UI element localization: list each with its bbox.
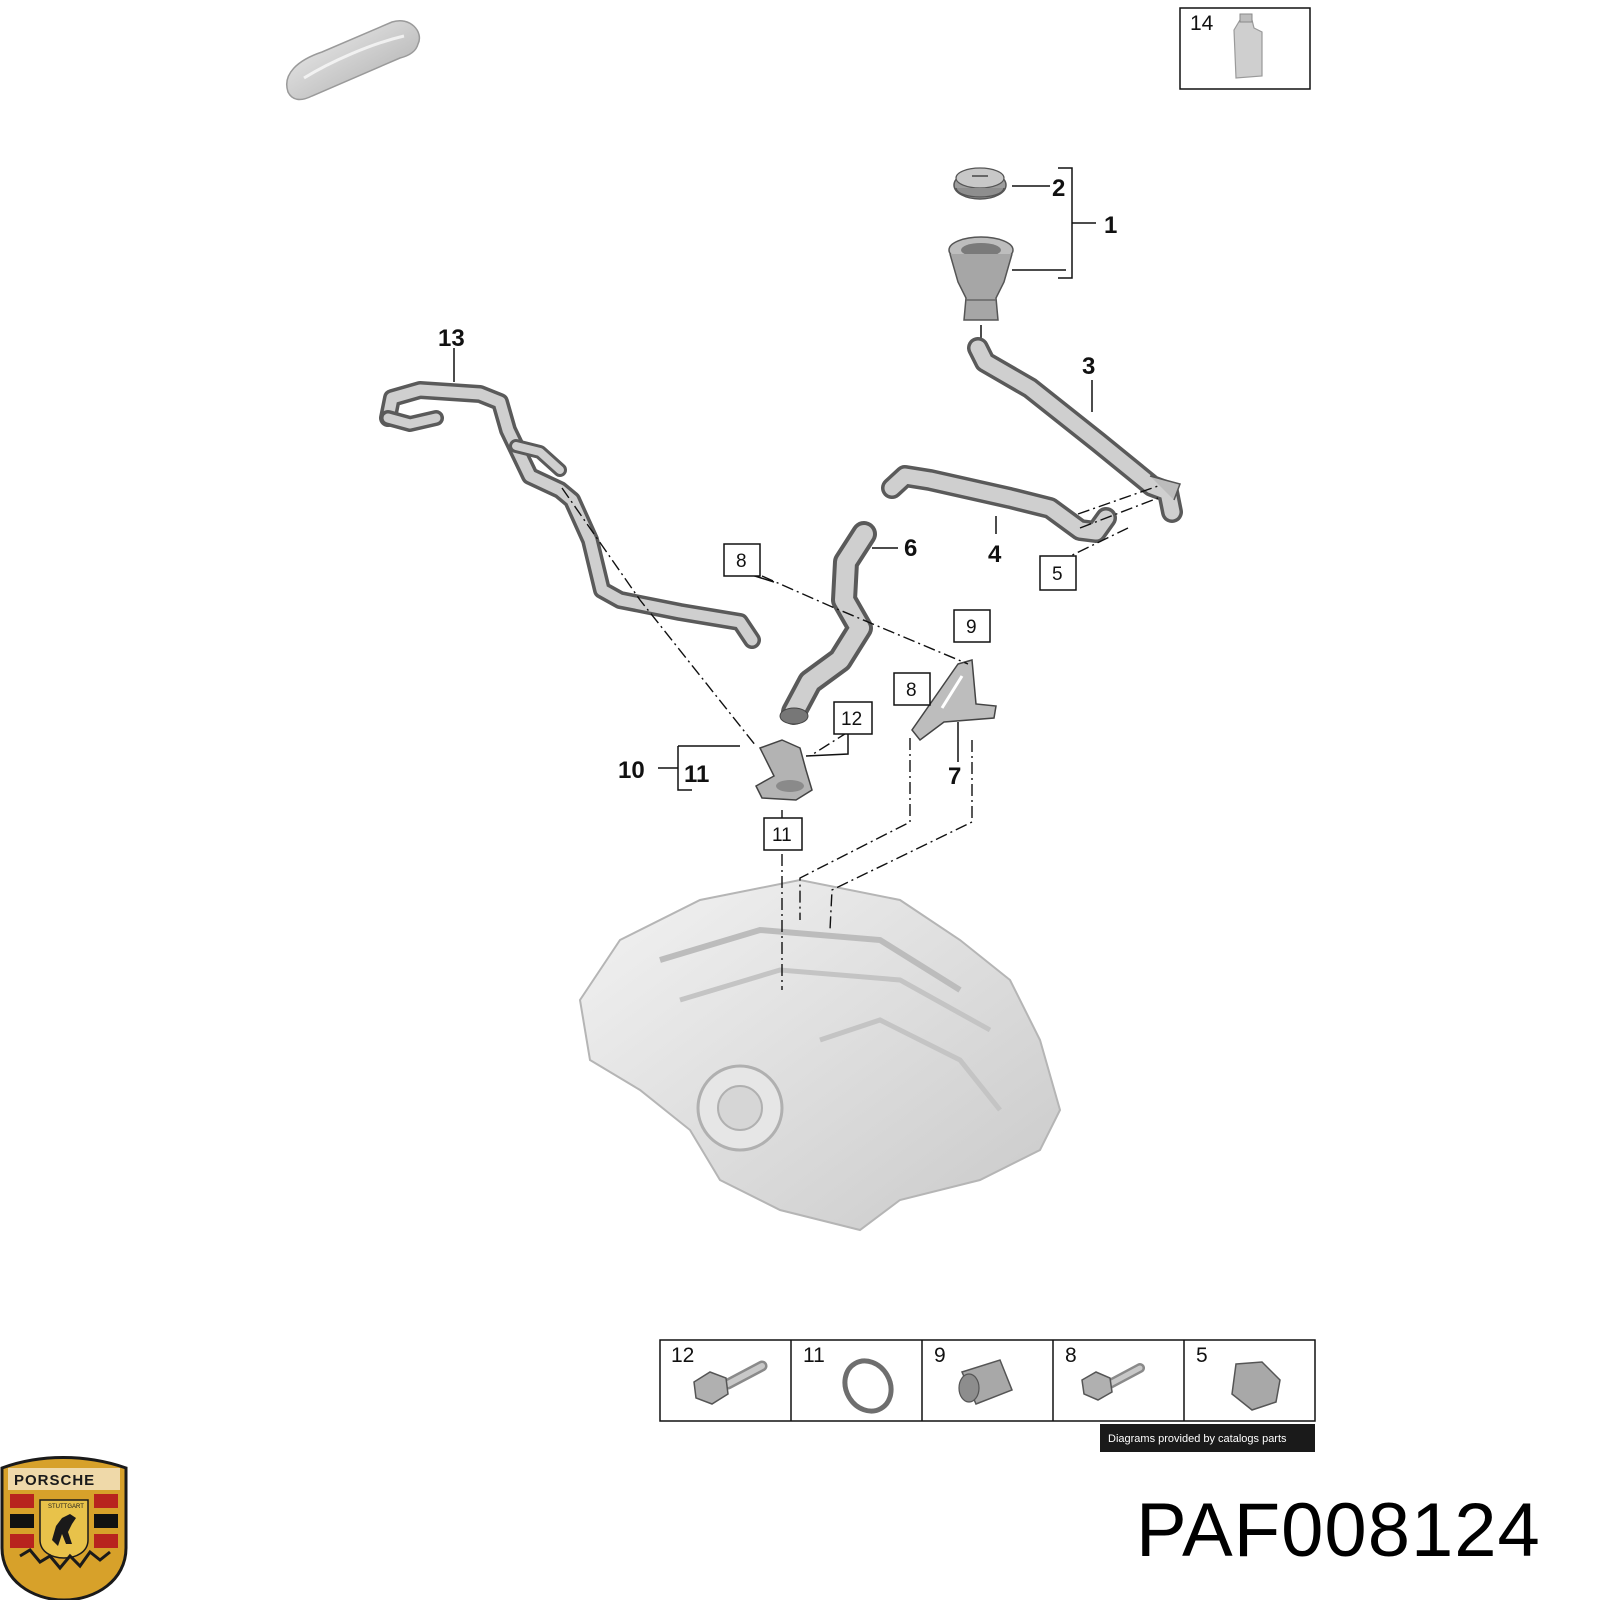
- crest-brand: PORSCHE: [14, 1472, 95, 1489]
- legend-cell-8[interactable]: 8: [1065, 1344, 1145, 1401]
- horse-icon: [52, 1514, 76, 1546]
- flange-10[interactable]: [755, 739, 813, 801]
- svg-text:8: 8: [1065, 1344, 1077, 1367]
- hose-6[interactable]: [779, 521, 877, 725]
- svg-text:12: 12: [841, 709, 862, 730]
- svg-text:8: 8: [906, 680, 917, 701]
- bolt-icon: [693, 1360, 768, 1405]
- svg-text:9: 9: [934, 1344, 946, 1367]
- svg-text:8: 8: [736, 551, 747, 572]
- callout-2: 2: [1052, 175, 1065, 202]
- bracket-7[interactable]: [911, 659, 997, 742]
- crest-city: STUTTGART: [48, 1504, 84, 1510]
- svg-text:5: 5: [1196, 1344, 1208, 1367]
- callout-11: 11: [684, 761, 709, 788]
- svg-text:12: 12: [671, 1344, 694, 1367]
- part-number: PAF008124: [1136, 1488, 1541, 1573]
- plug-icon: [958, 1359, 1013, 1405]
- porsche-crest-logo: PORSCHE STUTTGART: [0, 1456, 128, 1600]
- svg-text:11: 11: [772, 825, 792, 846]
- hose-3[interactable]: [967, 337, 1183, 523]
- box-callout-9[interactable]: 9: [953, 609, 991, 643]
- svg-text:5: 5: [1052, 564, 1063, 585]
- credit-bar: Diagrams provided by catalogs parts: [1100, 1424, 1315, 1452]
- small-parts-legend: 12 11 9 8 5: [659, 1339, 1316, 1422]
- nut-icon: [1231, 1361, 1281, 1411]
- callout-4: 4: [988, 541, 1002, 568]
- oil-filler-cap-assembly[interactable]: [948, 167, 1014, 342]
- car-silhouette-icon: [286, 19, 421, 101]
- oil-bottle-icon: [1233, 13, 1263, 79]
- callout-13: 13: [438, 325, 465, 352]
- legend-cell-12[interactable]: 12: [671, 1344, 768, 1405]
- callout-3: 3: [1082, 353, 1095, 380]
- assembly-lines: [561, 485, 1159, 990]
- legend-cell-11[interactable]: 11: [803, 1344, 900, 1420]
- bolt-icon: [1081, 1363, 1145, 1401]
- hose-13[interactable]: [379, 381, 761, 649]
- part-box-14[interactable]: 14: [1179, 7, 1311, 90]
- callout-7: 7: [948, 763, 961, 790]
- credit-text: Diagrams provided by catalogs parts: [1108, 1433, 1287, 1445]
- legend-cell-5[interactable]: 5: [1196, 1344, 1281, 1411]
- engine-block: [578, 878, 1062, 1232]
- hose-4[interactable]: [881, 465, 1117, 543]
- leader-lines: [453, 167, 1096, 791]
- callout-1: 1: [1104, 212, 1117, 239]
- box-callout-5[interactable]: 5: [1039, 555, 1077, 591]
- callout-6: 6: [904, 535, 917, 562]
- box-label-14: 14: [1190, 12, 1214, 35]
- legend-cell-9[interactable]: 9: [934, 1344, 1013, 1405]
- svg-text:11: 11: [803, 1344, 825, 1367]
- box-callout-12[interactable]: 12: [833, 701, 873, 735]
- o-ring-icon: [842, 1358, 894, 1414]
- box-callout-8-lower[interactable]: 8: [893, 672, 931, 706]
- box-callout-11[interactable]: 11: [763, 817, 803, 851]
- svg-text:9: 9: [966, 617, 977, 638]
- callout-10: 10: [618, 757, 645, 784]
- box-callout-8-upper[interactable]: 8: [723, 543, 761, 577]
